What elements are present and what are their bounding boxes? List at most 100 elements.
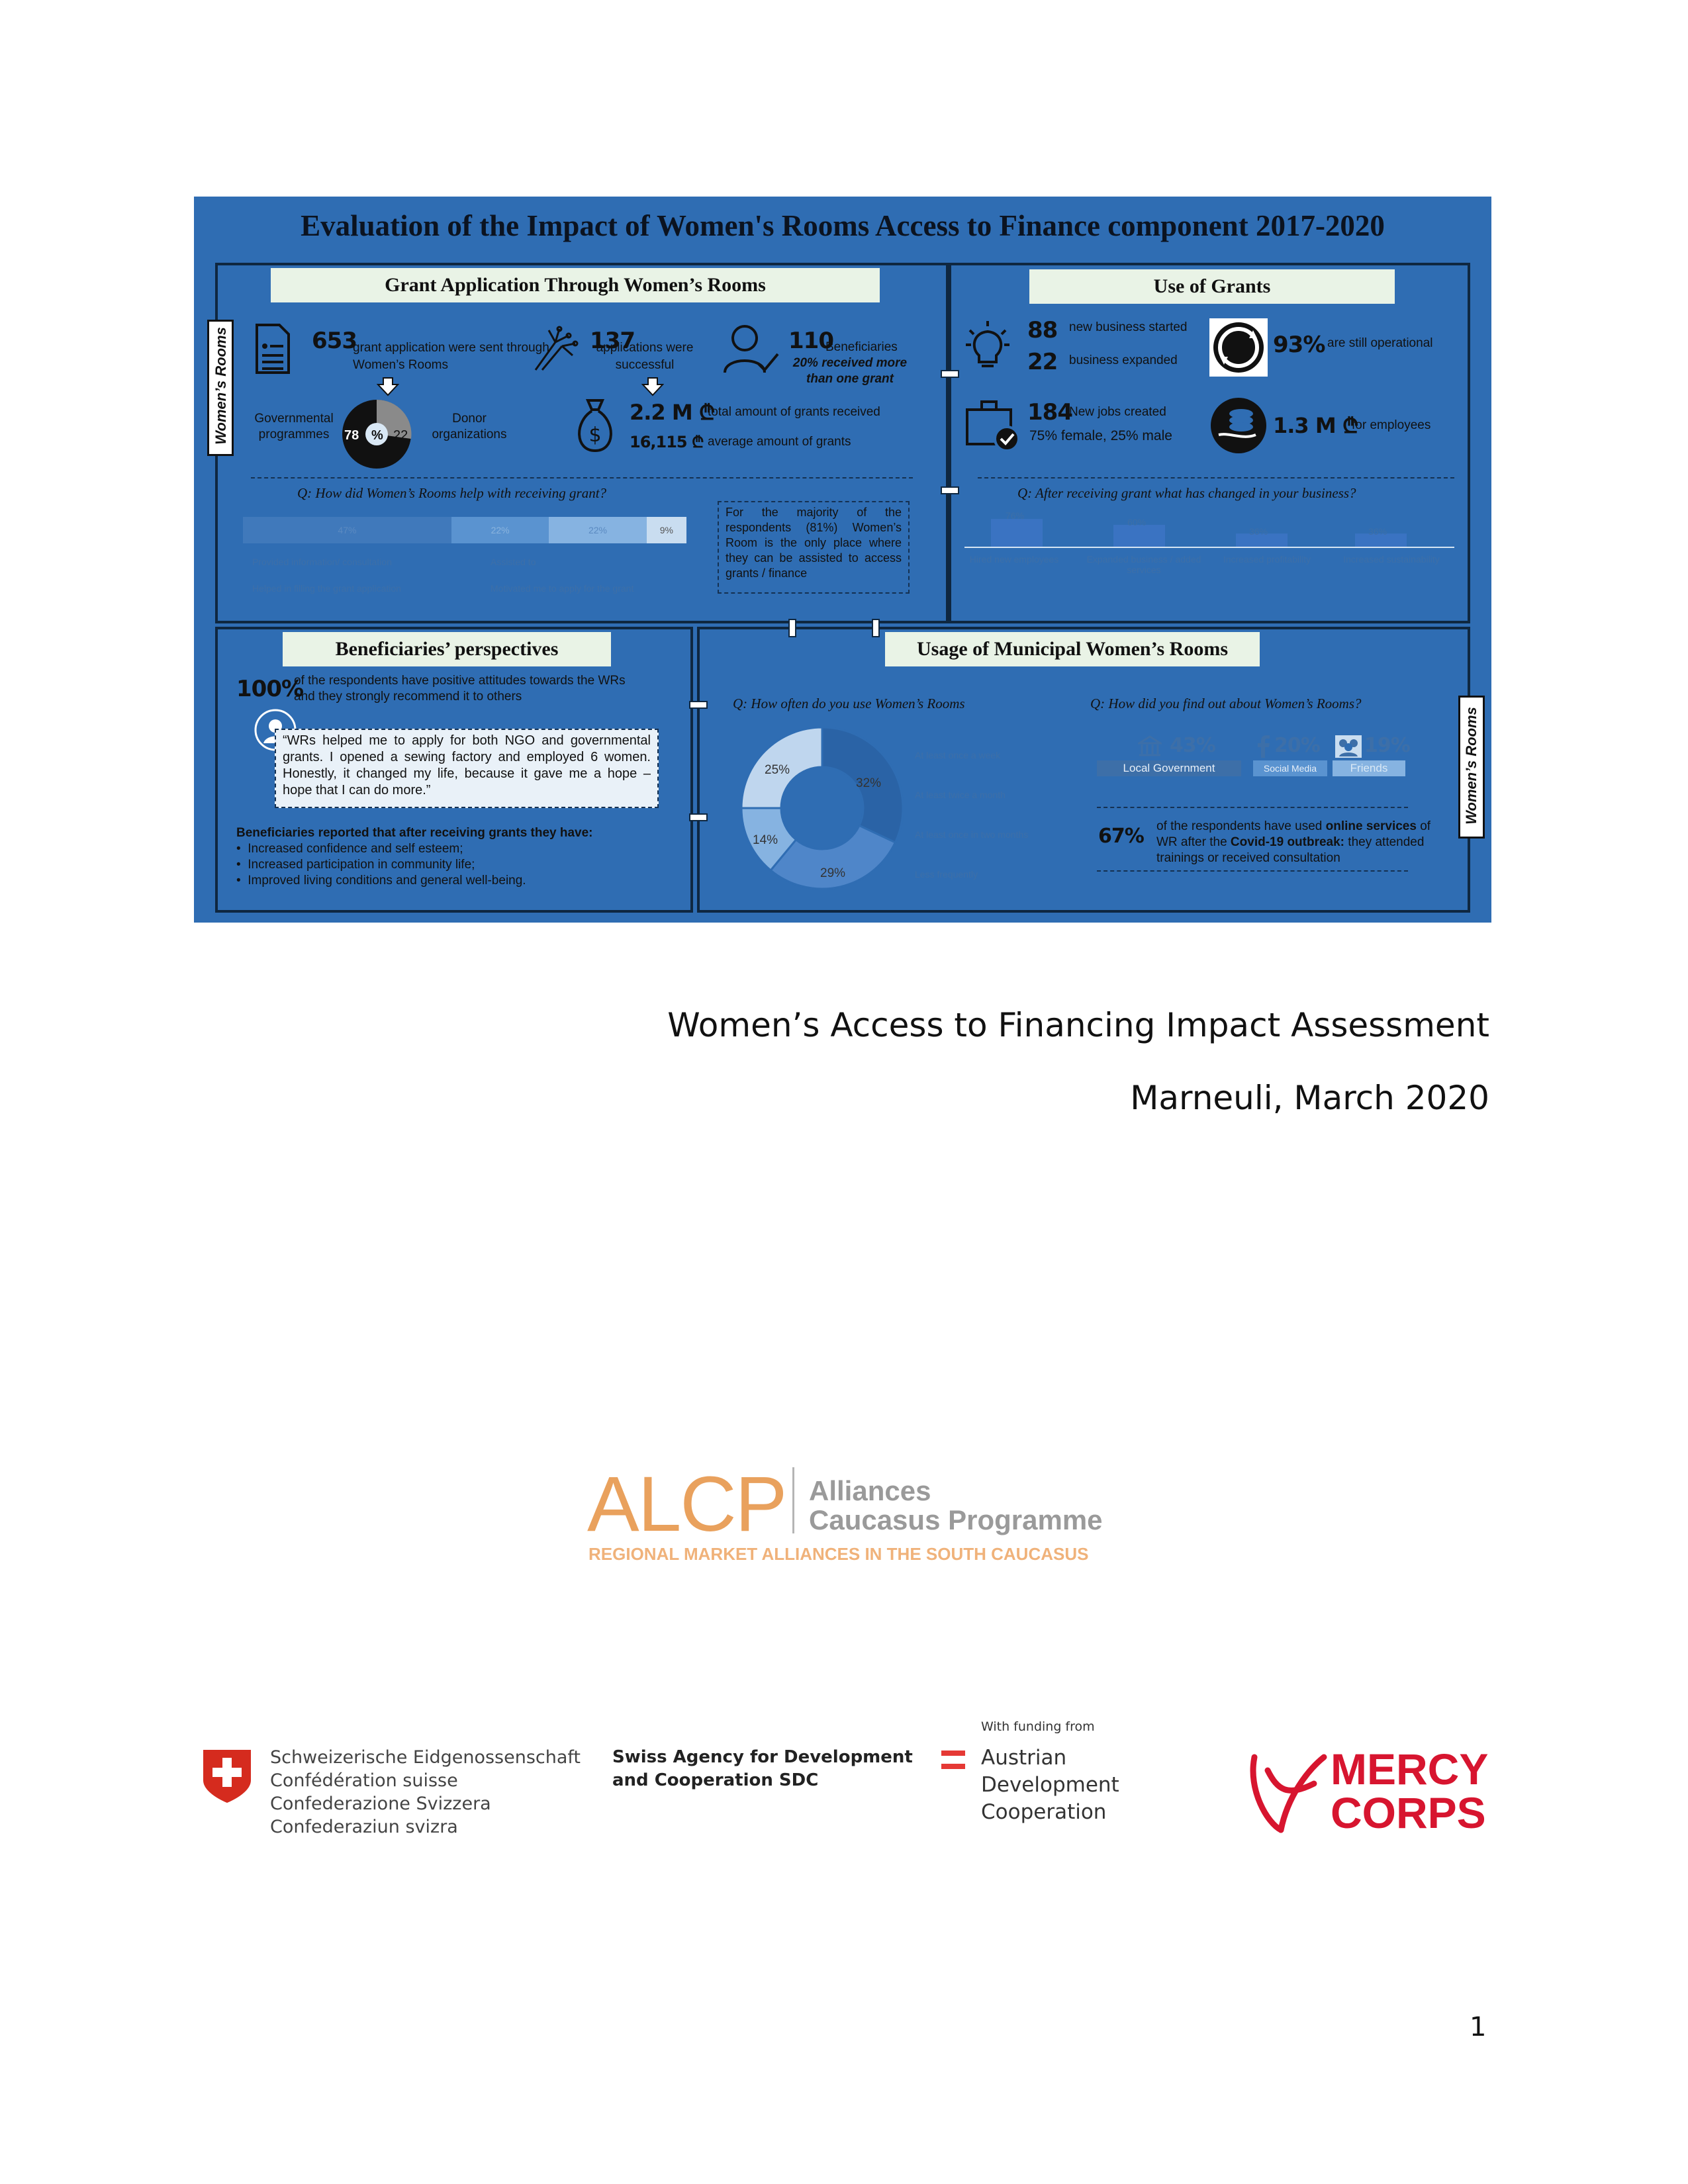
alcp-divider <box>792 1467 794 1533</box>
user-check-icon <box>721 322 780 375</box>
business-change-chart <box>991 519 1407 547</box>
swiss-line: Schweizerische Eidgenossenschaft <box>270 1747 581 1768</box>
source-value: 43% <box>1170 734 1216 757</box>
new-business-count: 88 <box>1027 317 1058 343</box>
donut-label: 29% <box>820 866 846 880</box>
beneficiaries-text: Beneficiaries <box>825 340 898 354</box>
use-of-grants-panel: Use of Grants 88 new business started 22… <box>949 263 1470 623</box>
chart-value-label: 60% <box>1127 517 1147 527</box>
chart-category: Increased sustainability <box>1343 554 1440 565</box>
funding-source-donut <box>340 398 413 471</box>
swiss-line: Confederaziun svizra <box>270 1817 458 1837</box>
down-arrow-icon <box>641 377 665 400</box>
frequency-donut <box>740 726 904 890</box>
panel-connector <box>941 370 959 378</box>
grant-application-panel: Women’s Rooms Grant Application Through … <box>207 263 949 623</box>
donut-label: 14% <box>753 833 778 847</box>
beneficiaries-title: Beneficiaries’ perspectives <box>283 632 611 666</box>
employees-amount: 1.3 M ₾ <box>1273 413 1358 438</box>
donut-center: % <box>371 428 383 443</box>
legend-item: Provided information/ consultation <box>252 557 392 567</box>
note-box: For the majority of the respondents (81%… <box>718 501 910 594</box>
beneficiaries-count: 110 <box>788 328 834 354</box>
chart-value-label: 36% <box>1368 526 1387 537</box>
positive-attitude-percent: 100% <box>236 676 304 702</box>
refresh-icon <box>1209 318 1268 377</box>
infographic-title: Evaluation of the Impact of Women's Room… <box>301 209 1385 242</box>
donut-label: 25% <box>765 763 790 777</box>
donut-legend-item: At least once a week <box>915 750 1001 760</box>
panel-connector <box>689 813 708 821</box>
business-change-question: Q: After receiving grant what has change… <box>1017 485 1356 501</box>
mercy-corps-icon <box>1241 1744 1327 1840</box>
chart-axis <box>964 547 1454 548</box>
average-amount: 16,115 ₾ <box>630 433 704 451</box>
grant-count: 653 <box>312 328 357 354</box>
chart-bar <box>1113 525 1165 547</box>
donut-slice <box>769 824 897 890</box>
note-text: For the majority of the respondents (81%… <box>726 506 902 580</box>
side-label-right: Women’s Rooms <box>1458 696 1485 839</box>
sdc-line: Swiss Agency for Development <box>612 1747 913 1767</box>
beneficiaries-note: 20% received more than one grant <box>792 356 908 386</box>
donut-label: 32% <box>856 776 882 790</box>
quote-box: “WRs helped me to apply for both NGO and… <box>275 729 659 808</box>
panel-connector <box>788 619 796 637</box>
help-stacked-bar: 47% 22% 22% 9% <box>243 517 686 543</box>
panel-connector <box>689 701 708 709</box>
sdc-line: and Cooperation SDC <box>612 1770 819 1790</box>
swiss-line: Confédération suisse <box>270 1770 458 1791</box>
successful-text: applications were successful <box>596 341 694 372</box>
average-amount-text: average amount of grants <box>708 435 851 449</box>
bar-segment: 22% <box>451 517 549 543</box>
friends-icon <box>1335 735 1362 758</box>
source-value: 20% <box>1274 734 1321 757</box>
divider <box>978 477 1454 478</box>
divider <box>1097 870 1408 872</box>
donut-legend-item: Less frequently <box>915 869 978 880</box>
operational-text: are still operational <box>1327 336 1433 350</box>
source-question: Q: How did you find out about Women’s Ro… <box>1090 696 1362 711</box>
facebook-icon <box>1256 735 1270 758</box>
donut-legend-item: At least once in two months <box>915 829 1029 840</box>
jobs-gender: 75% female, 25% male <box>1029 428 1172 443</box>
frequency-question: Q: How often do you use Women’s Rooms <box>733 696 965 711</box>
page-number: 1 <box>1470 2012 1487 2042</box>
successful-count: 137 <box>590 328 635 354</box>
infographic: Evaluation of the Impact of Women's Room… <box>194 197 1491 923</box>
alcp-name-line2: Caucasus Programme <box>809 1504 1103 1535</box>
chart-category: Hired new employees <box>969 554 1059 565</box>
bar-segment: 9% <box>646 517 686 543</box>
alcp-name-line1: Alliances <box>809 1475 931 1506</box>
chart-value-label: 76% <box>1006 510 1025 521</box>
panel-connector <box>872 619 880 637</box>
bar-segment: 47% <box>243 517 451 543</box>
source-value: 19% <box>1364 734 1411 757</box>
chart-bar <box>991 519 1043 547</box>
grant-help-question: Q: How did Women’s Rooms help with recei… <box>297 485 607 501</box>
alcp-tagline: REGIONAL MARKET ALLIANCES IN THE SOUTH C… <box>588 1544 1089 1564</box>
legend-item: Motivated me to apply for the grant <box>491 583 634 594</box>
source-label: Local Government <box>1097 760 1241 776</box>
legend-item: Assisted to <box>491 557 536 567</box>
benefit-item: • Improved living conditions and general… <box>236 874 526 887</box>
grant-count-text: grant application were sent through Wome… <box>353 341 549 372</box>
austrian-flag-icon <box>941 1751 965 1774</box>
money-bag-icon: $ <box>572 398 618 453</box>
mercy-corps-line: CORPS <box>1331 1788 1486 1837</box>
usage-panel: Usage of Municipal Women’s Rooms Women’s… <box>697 627 1485 913</box>
fireworks-icon <box>529 322 582 375</box>
austrian-line: Cooperation <box>981 1800 1107 1824</box>
grant-application-title: Grant Application Through Women’s Rooms <box>271 268 880 302</box>
expanded-text: business expanded <box>1069 353 1178 367</box>
swiss-line: Confederazione Svizzera <box>270 1794 491 1814</box>
chart-category: Expanded business / added services <box>1086 554 1201 575</box>
donor-value: 22 <box>393 428 408 443</box>
operational-percent: 93% <box>1273 332 1325 358</box>
donor-label: Donor organizations <box>432 412 507 441</box>
jobs-count: 184 <box>1027 399 1073 426</box>
source-label: Friends <box>1333 760 1405 776</box>
use-of-grants-title: Use of Grants <box>1029 269 1395 304</box>
swiss-flag-icon <box>201 1747 254 1807</box>
austrian-line: Development <box>981 1773 1119 1797</box>
